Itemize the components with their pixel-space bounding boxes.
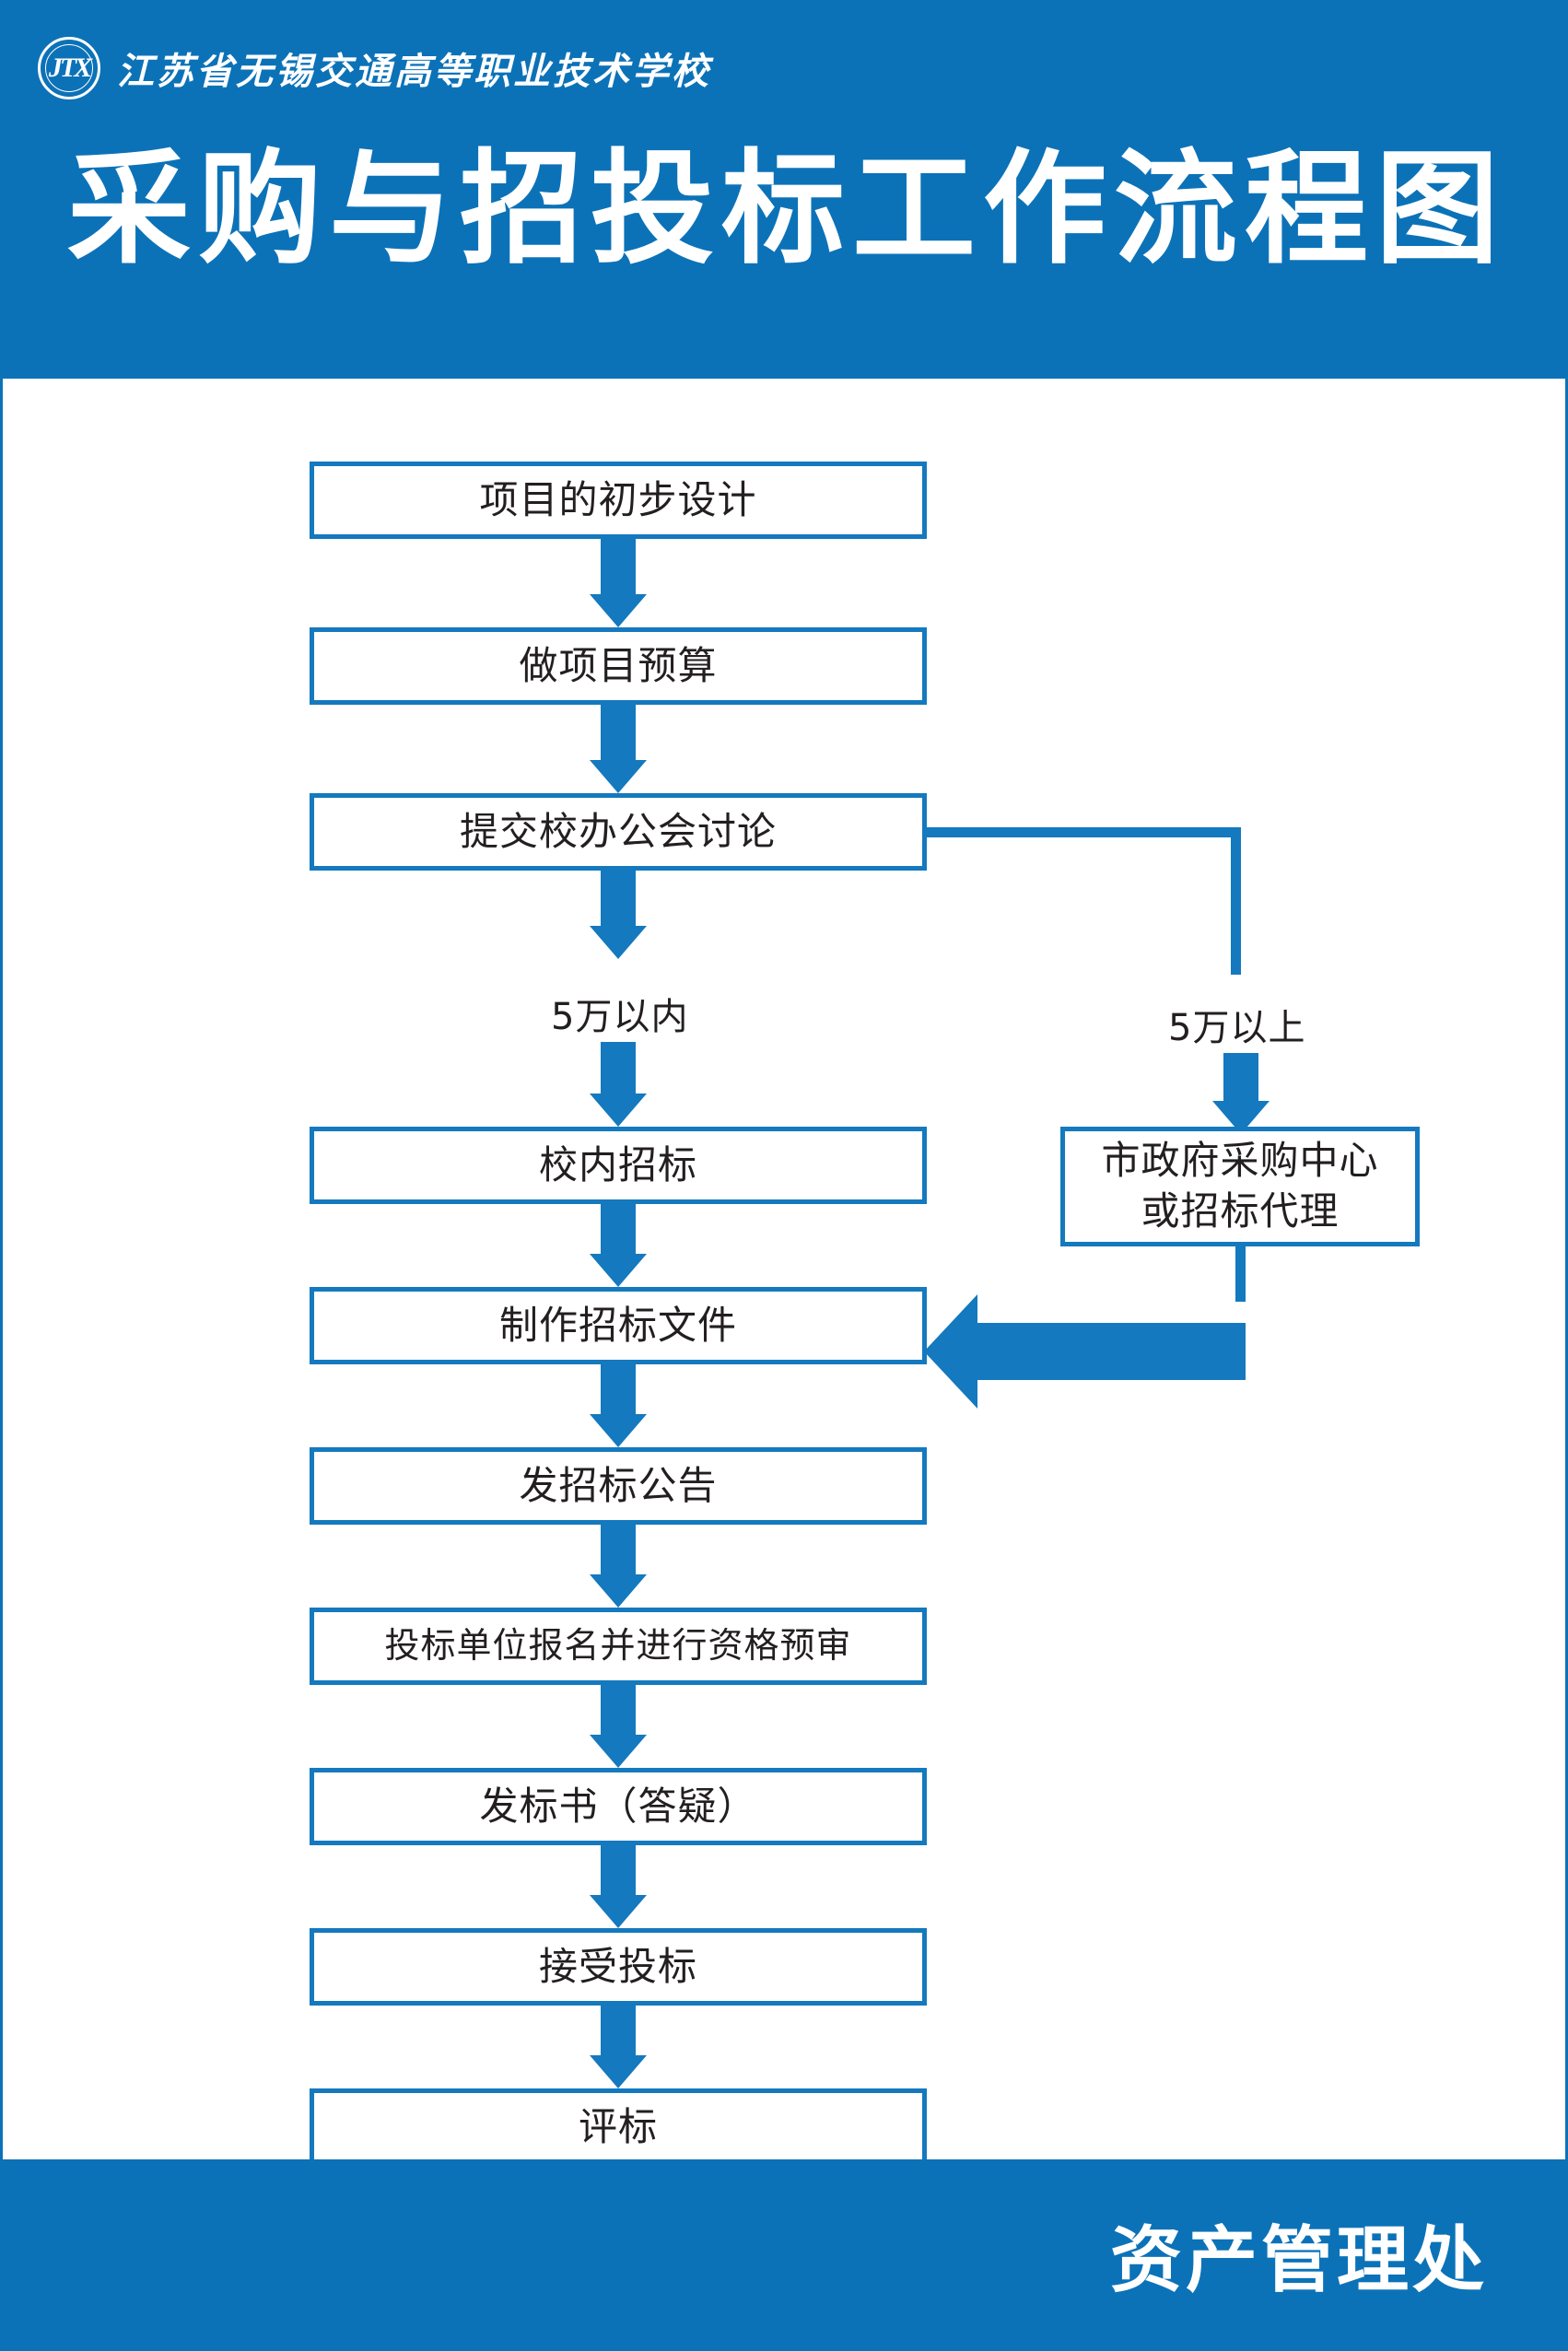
flowchart-canvas: 项目的初步设计 做项目预算 提交校办公会讨论 5万以内 5万以上 <box>3 379 1565 2348</box>
header-band: JTX 江苏省无锡交通高等职业技术学校 采购与招投标工作流程图 <box>3 3 1565 379</box>
arrow-n7-to-n8 <box>574 1685 662 1768</box>
connector-branch-right-vertical <box>1231 827 1241 975</box>
flow-node-bidder-registration-prequalification[interactable]: 投标单位报名并进行资格预审 <box>310 1608 927 1685</box>
arrow-n5-to-n6 <box>574 1364 662 1447</box>
flow-node-receive-bids[interactable]: 接受投标 <box>310 1928 927 2006</box>
logo-monogram: JTX <box>48 53 92 83</box>
branch-label-over-50k: 5万以上 <box>1168 1007 1306 1049</box>
arrow-n9-to-n10 <box>574 2006 662 2088</box>
arrow-right-branch-to-gov-center <box>1197 1053 1285 1134</box>
flow-node-publish-tender-notice[interactable]: 发招标公告 <box>310 1447 927 1525</box>
arrow-n4-to-n5 <box>574 1204 662 1287</box>
flow-node-bid-evaluation[interactable]: 评标 <box>310 2088 927 2166</box>
school-identity: JTX 江苏省无锡交通高等职业技术学校 <box>38 36 711 100</box>
flow-node-submit-to-office-meeting[interactable]: 提交校办公会讨论 <box>310 793 927 871</box>
arrow-n3-to-left-branch <box>574 871 662 959</box>
arrow-left-branch-to-internal-tender <box>574 1042 662 1127</box>
school-logo-icon: JTX <box>38 37 100 99</box>
flow-node-government-procurement-center[interactable]: 市政府采购中心 或招标代理 <box>1060 1127 1420 1246</box>
footer-band: 资产管理处 <box>3 2159 1565 2348</box>
flow-node-internal-tender[interactable]: 校内招标 <box>310 1127 927 1204</box>
flow-node-prepare-tender-documents[interactable]: 制作招标文件 <box>310 1287 927 1364</box>
footer-department-name: 资产管理处 <box>1109 2217 1488 2302</box>
connector-branch-right-horizontal <box>924 827 1241 837</box>
arrow-n2-to-n3 <box>574 705 662 793</box>
page-title: 采购与招投标工作流程图 <box>66 135 1506 281</box>
arrow-merge-into-tender-docs <box>924 1294 1246 1409</box>
logo-inner-ring <box>45 44 93 92</box>
flow-node-preliminary-design[interactable]: 项目的初步设计 <box>310 462 927 539</box>
branch-label-under-50k: 5万以内 <box>551 996 689 1038</box>
flow-node-project-budget[interactable]: 做项目预算 <box>310 627 927 705</box>
connector-merge-vertical <box>1235 1246 1246 1302</box>
flow-node-issue-bid-documents[interactable]: 发标书（答疑） <box>310 1768 927 1845</box>
arrow-n1-to-n2 <box>574 539 662 627</box>
arrow-n8-to-n9 <box>574 1845 662 1928</box>
gov-node-line-1: 市政府采购中心 <box>1101 1138 1379 1184</box>
gov-node-line-2: 或招标代理 <box>1141 1188 1340 1234</box>
arrow-n6-to-n7 <box>574 1525 662 1608</box>
school-name: 江苏省无锡交通高等职业技术学校 <box>117 51 711 92</box>
